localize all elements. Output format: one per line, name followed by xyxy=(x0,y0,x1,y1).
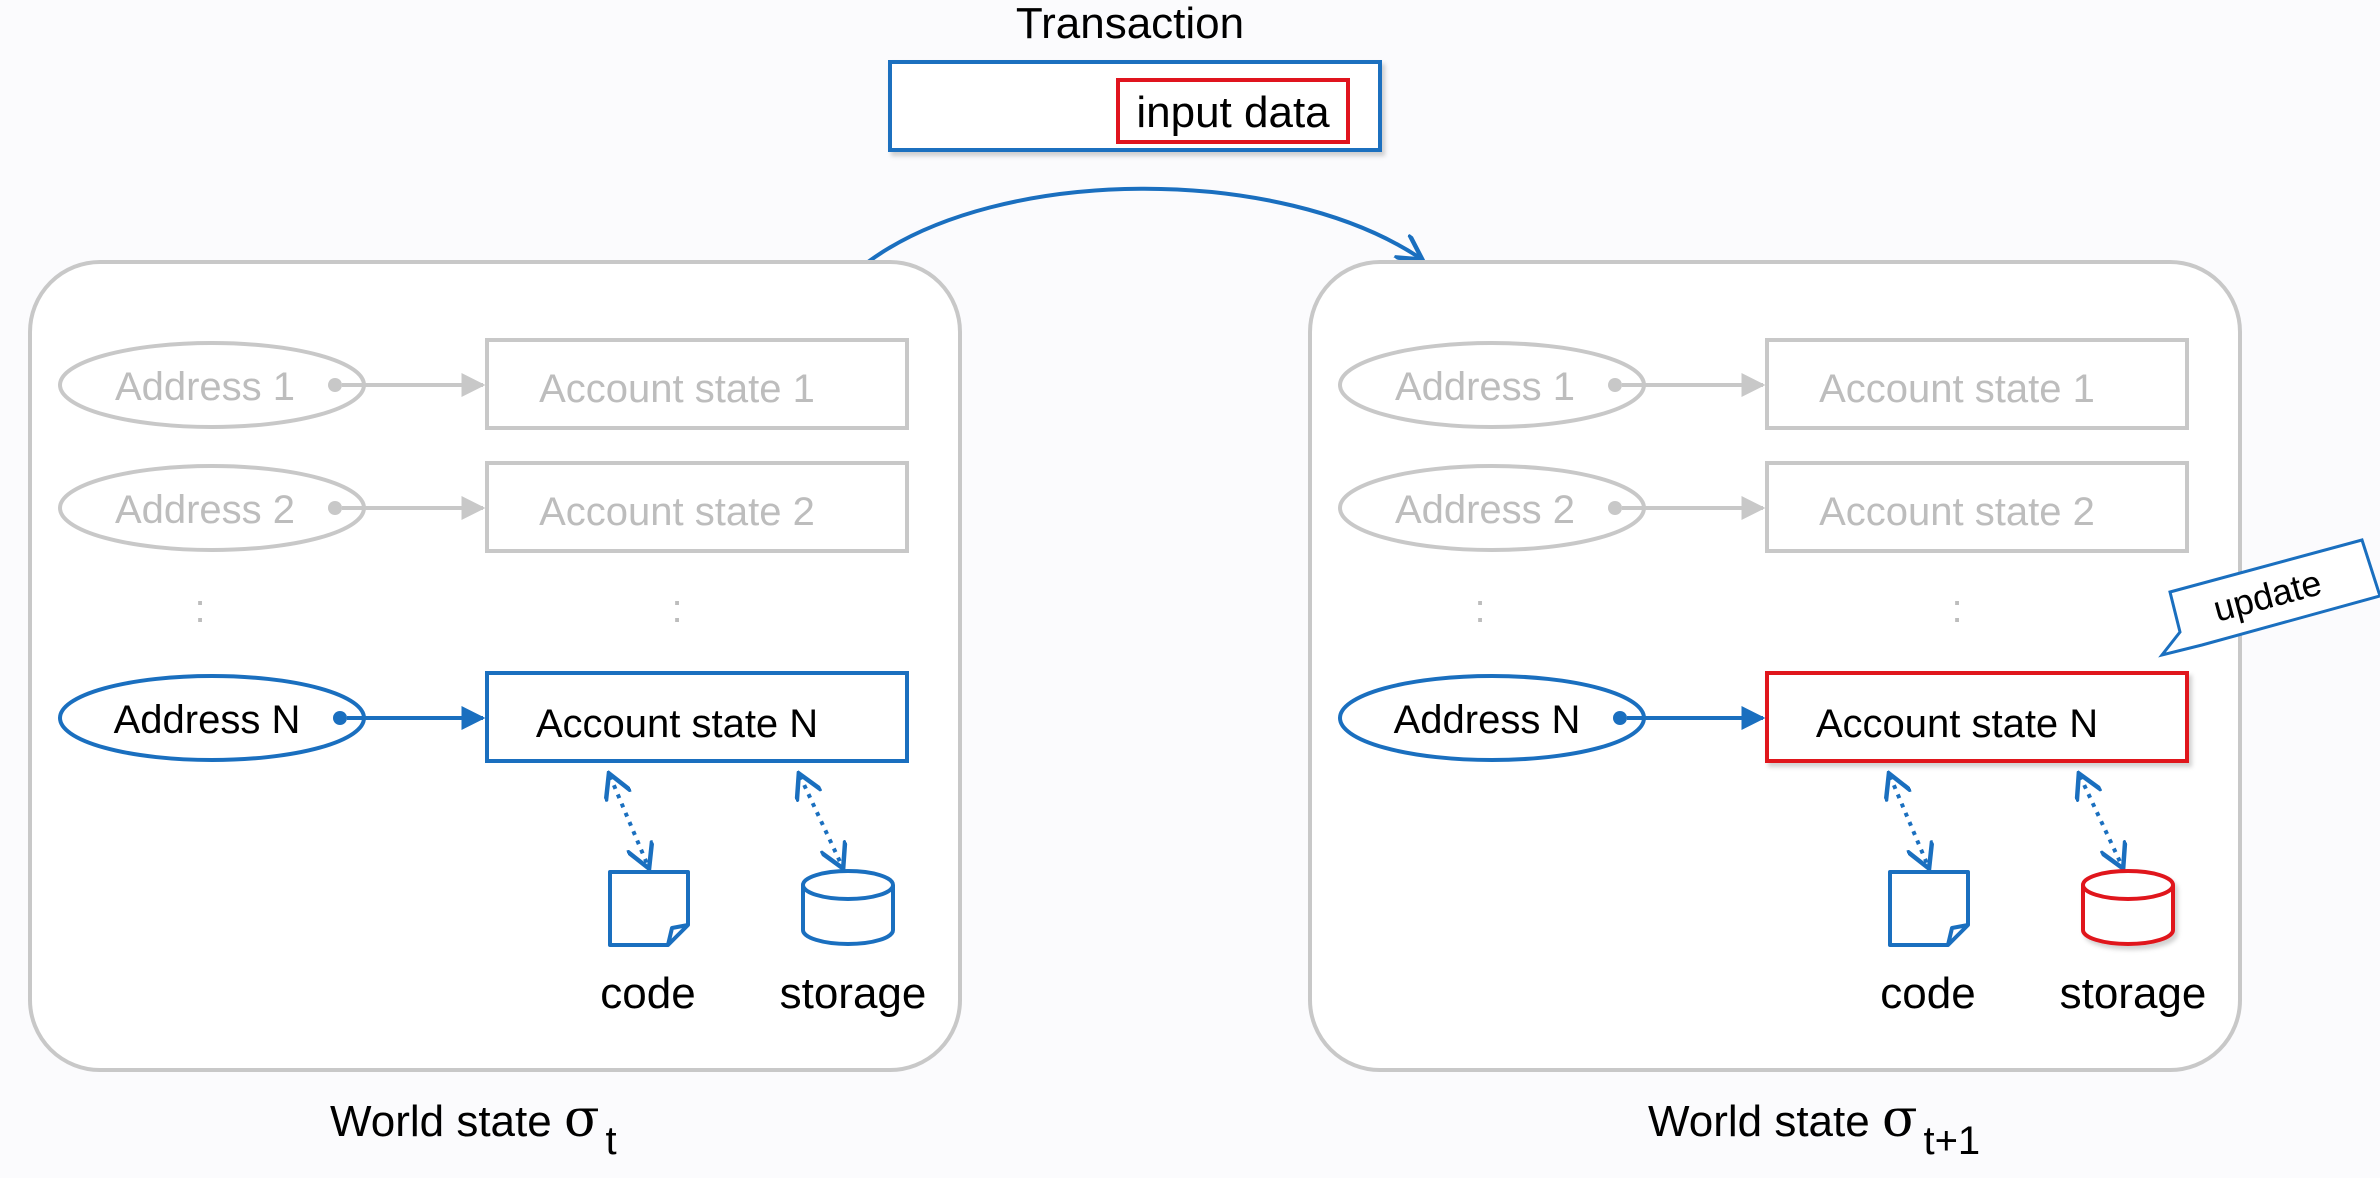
left-code-link xyxy=(610,776,648,866)
left-account-1-box xyxy=(485,338,909,430)
right-account-n-box xyxy=(1765,671,2189,763)
left-account-ellipsis: : xyxy=(671,587,682,631)
right-storage-label: storage xyxy=(2060,969,2207,1018)
left-caption-text: World state xyxy=(330,1097,564,1146)
left-caption-sigma: σ xyxy=(564,1089,600,1149)
right-address-1-dot xyxy=(1608,378,1622,392)
left-caption-subscript: t xyxy=(605,1119,616,1163)
right-address-n-label: Address N xyxy=(1394,698,1581,742)
left-account-2-label: Account state 2 xyxy=(539,490,815,534)
update-callout xyxy=(2158,538,2380,658)
right-account-2-label: Account state 2 xyxy=(1819,490,2095,534)
left-account-2-box xyxy=(485,461,909,553)
input-data-box xyxy=(1116,78,1350,144)
left-storage-icon xyxy=(801,869,895,946)
left-address-2-label: Address 2 xyxy=(115,488,295,532)
left-account-n-label: Account state N xyxy=(536,702,818,746)
right-storage-icon xyxy=(2081,869,2175,946)
right-caption-sigma: σ xyxy=(1882,1089,1918,1149)
right-code-icon xyxy=(1888,870,1970,947)
right-address-ellipsis: : xyxy=(1474,587,1485,631)
left-code-icon xyxy=(608,870,690,947)
transaction-box xyxy=(888,60,1382,152)
left-account-1-label: Account state 1 xyxy=(539,367,815,411)
left-address-2-dot xyxy=(328,501,342,515)
right-address-n-dot xyxy=(1613,711,1627,725)
right-account-ellipsis: : xyxy=(1951,587,1962,631)
right-account-2-box xyxy=(1765,461,2189,553)
right-address-2-label: Address 2 xyxy=(1395,488,1575,532)
right-address-1-label: Address 1 xyxy=(1395,365,1575,409)
transaction-title: Transaction xyxy=(1016,0,1244,48)
right-code-label: code xyxy=(1880,969,1975,1018)
right-code-link xyxy=(1890,776,1928,866)
right-caption-subscript: t+1 xyxy=(1923,1119,1980,1163)
input-data-label: input data xyxy=(1136,88,1330,137)
left-world-state: Address 1 Account state 1 Address 2 Acco… xyxy=(28,260,962,1072)
transition-arrow xyxy=(866,186,1420,264)
right-caption-text: World state xyxy=(1648,1097,1882,1146)
left-storage-label: storage xyxy=(780,969,927,1018)
left-address-n-label: Address N xyxy=(114,698,301,742)
right-account-n-label: Account state N xyxy=(1816,702,2098,746)
right-address-2-dot xyxy=(1608,501,1622,515)
left-account-n-box xyxy=(485,671,909,763)
left-code-label: code xyxy=(600,969,695,1018)
right-storage-link xyxy=(2080,776,2122,866)
left-address-n-dot xyxy=(333,711,347,725)
left-address-ellipsis: : xyxy=(194,587,205,631)
right-account-1-box xyxy=(1765,338,2189,430)
left-address-1-dot xyxy=(328,378,342,392)
right-world-state: Address 1 Account state 1 Address 2 Acco… xyxy=(1308,260,2380,1072)
left-storage-link xyxy=(800,776,842,866)
left-address-1-label: Address 1 xyxy=(115,365,295,409)
right-account-1-label: Account state 1 xyxy=(1819,367,2095,411)
